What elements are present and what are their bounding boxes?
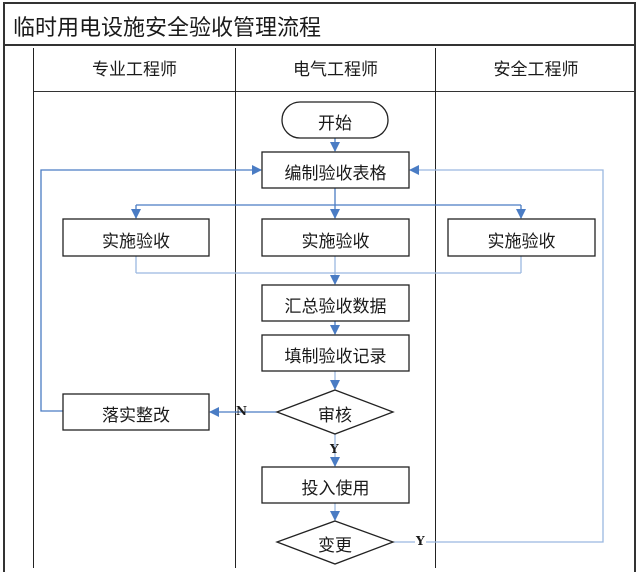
node-rectify-shape bbox=[62, 393, 210, 431]
node-put-into-use: 投入使用 bbox=[301, 479, 370, 499]
node-summarize-shape bbox=[261, 284, 410, 322]
node-review-shape bbox=[275, 389, 395, 435]
node-prepare-form: 编制验收表格 bbox=[284, 164, 387, 184]
title-bar: 临时用电设施安全验收管理流程 bbox=[3, 2, 636, 46]
node-inspect-electrical: 实施验收 bbox=[301, 232, 370, 252]
node-change-shape bbox=[275, 520, 395, 565]
node-change: 变更 bbox=[318, 536, 352, 556]
lane-header-safety: 安全工程师 bbox=[493, 60, 579, 80]
lane-header-electrical: 电气工程师 bbox=[293, 60, 378, 80]
lane-divider-2 bbox=[435, 48, 436, 568]
lane-gutter-divider bbox=[33, 48, 34, 568]
lane-divider-1 bbox=[235, 48, 236, 568]
node-start: 开始 bbox=[318, 114, 352, 134]
edge-label-review-yes: Y bbox=[330, 442, 339, 456]
node-rectify: 落实整改 bbox=[102, 406, 170, 426]
node-inspect-professional-shape bbox=[62, 218, 210, 257]
node-fill-record-shape bbox=[261, 334, 410, 372]
node-start-shape bbox=[281, 101, 389, 139]
node-inspect-safety: 实施验收 bbox=[487, 232, 556, 252]
edge-label-review-no: N bbox=[236, 404, 247, 418]
node-summarize: 汇总验收数据 bbox=[284, 297, 387, 317]
node-review: 审核 bbox=[318, 406, 352, 426]
edge-change-feedback bbox=[393, 165, 604, 543]
diagram-title: 临时用电设施安全验收管理流程 bbox=[13, 16, 322, 41]
node-inspect-electrical-shape bbox=[261, 218, 410, 257]
diagram-frame bbox=[3, 2, 636, 572]
node-put-into-use-shape bbox=[261, 466, 410, 504]
lane-header-professional: 专业工程师 bbox=[92, 60, 177, 80]
node-inspect-safety-shape bbox=[447, 218, 596, 257]
node-inspect-professional: 实施验收 bbox=[102, 232, 170, 252]
node-prepare-form-shape bbox=[261, 151, 410, 189]
edge-label-change-yes: Y bbox=[415, 534, 426, 548]
edge-rectify-feedback bbox=[40, 165, 262, 412]
lane-header-row bbox=[33, 48, 636, 92]
node-fill-record: 填制验收记录 bbox=[284, 347, 387, 367]
